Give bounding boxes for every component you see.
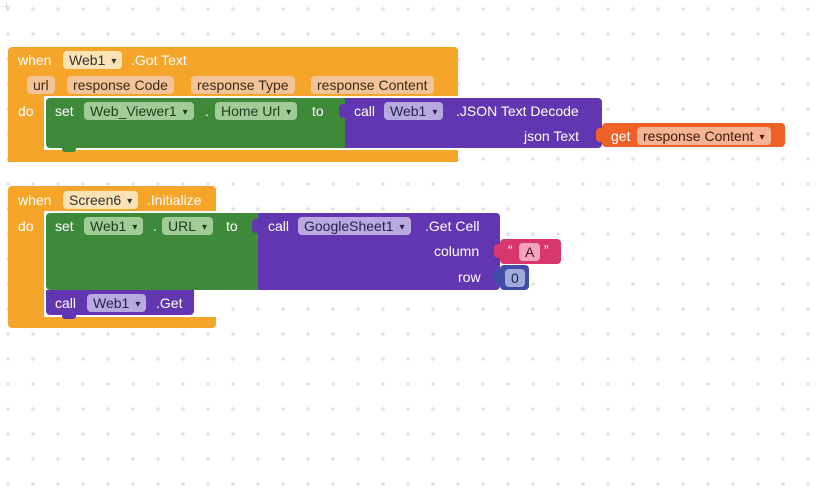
number-value-field[interactable]: 0 bbox=[505, 269, 525, 287]
get-block-plug bbox=[596, 128, 604, 142]
call-method-label-3: .Get bbox=[156, 295, 183, 311]
call-component-dropdown[interactable]: Web1 bbox=[384, 102, 444, 120]
call-component-dropdown-3[interactable]: Web1 bbox=[87, 294, 147, 312]
set-block-notch bbox=[62, 146, 76, 152]
set-property-dropdown-2[interactable]: URL bbox=[162, 217, 214, 235]
quote-open: “ bbox=[508, 242, 513, 258]
event-name-label-2: .Initialize bbox=[147, 192, 202, 208]
call-block-plug-2 bbox=[252, 219, 260, 233]
param-response-type[interactable]: response Type bbox=[191, 76, 295, 94]
do-label-2: do bbox=[18, 218, 34, 234]
dot-separator-2: . bbox=[153, 218, 157, 234]
call-label-3: call bbox=[55, 295, 77, 311]
number-block-plug bbox=[494, 270, 502, 284]
text-value-field[interactable]: A bbox=[519, 243, 541, 261]
call-method-label-2: .Get Cell bbox=[425, 218, 480, 234]
set-label-2: set bbox=[55, 218, 74, 234]
when-label-2: when bbox=[18, 192, 52, 208]
call-label-2: call bbox=[268, 218, 290, 234]
column-arg-label: column bbox=[434, 243, 480, 259]
event-block-web1-got-text-stub bbox=[8, 150, 458, 162]
set-label: set bbox=[55, 103, 74, 119]
event-component-dropdown-2[interactable]: Screen6 bbox=[63, 191, 139, 209]
to-label-2: to bbox=[226, 218, 238, 234]
json-text-arg-label: json Text bbox=[524, 128, 579, 144]
row-arg-label: row bbox=[458, 269, 481, 285]
call-label: call bbox=[354, 103, 376, 119]
to-label: to bbox=[312, 103, 324, 119]
set-component-dropdown[interactable]: Web_Viewer1 bbox=[84, 102, 194, 120]
event-component-dropdown[interactable]: Web1 bbox=[63, 51, 123, 69]
param-response-code[interactable]: response Code bbox=[67, 76, 174, 94]
when-label: when bbox=[18, 52, 52, 68]
do-label: do bbox=[18, 103, 34, 119]
dot-separator: . bbox=[205, 103, 209, 119]
event-name-label: .Got Text bbox=[131, 52, 187, 68]
get-variable-dropdown[interactable]: response Content bbox=[637, 127, 771, 145]
text-block-plug bbox=[494, 244, 502, 258]
quote-close: ” bbox=[544, 242, 549, 258]
call-block-plug bbox=[339, 104, 347, 118]
call-component-dropdown-2[interactable]: GoogleSheet1 bbox=[298, 217, 411, 235]
set-component-dropdown-2[interactable]: Web1 bbox=[84, 217, 144, 235]
set-block-web1-url[interactable] bbox=[46, 213, 259, 290]
call-block-web1-get-notch bbox=[62, 313, 76, 319]
set-property-dropdown[interactable]: Home Url bbox=[215, 102, 298, 120]
param-response-content[interactable]: response Content bbox=[311, 76, 434, 94]
event-block-2-right-wall bbox=[40, 211, 44, 317]
param-url[interactable]: url bbox=[27, 76, 55, 94]
get-label: get bbox=[611, 128, 631, 144]
call-method-label: .JSON Text Decode bbox=[456, 103, 579, 119]
